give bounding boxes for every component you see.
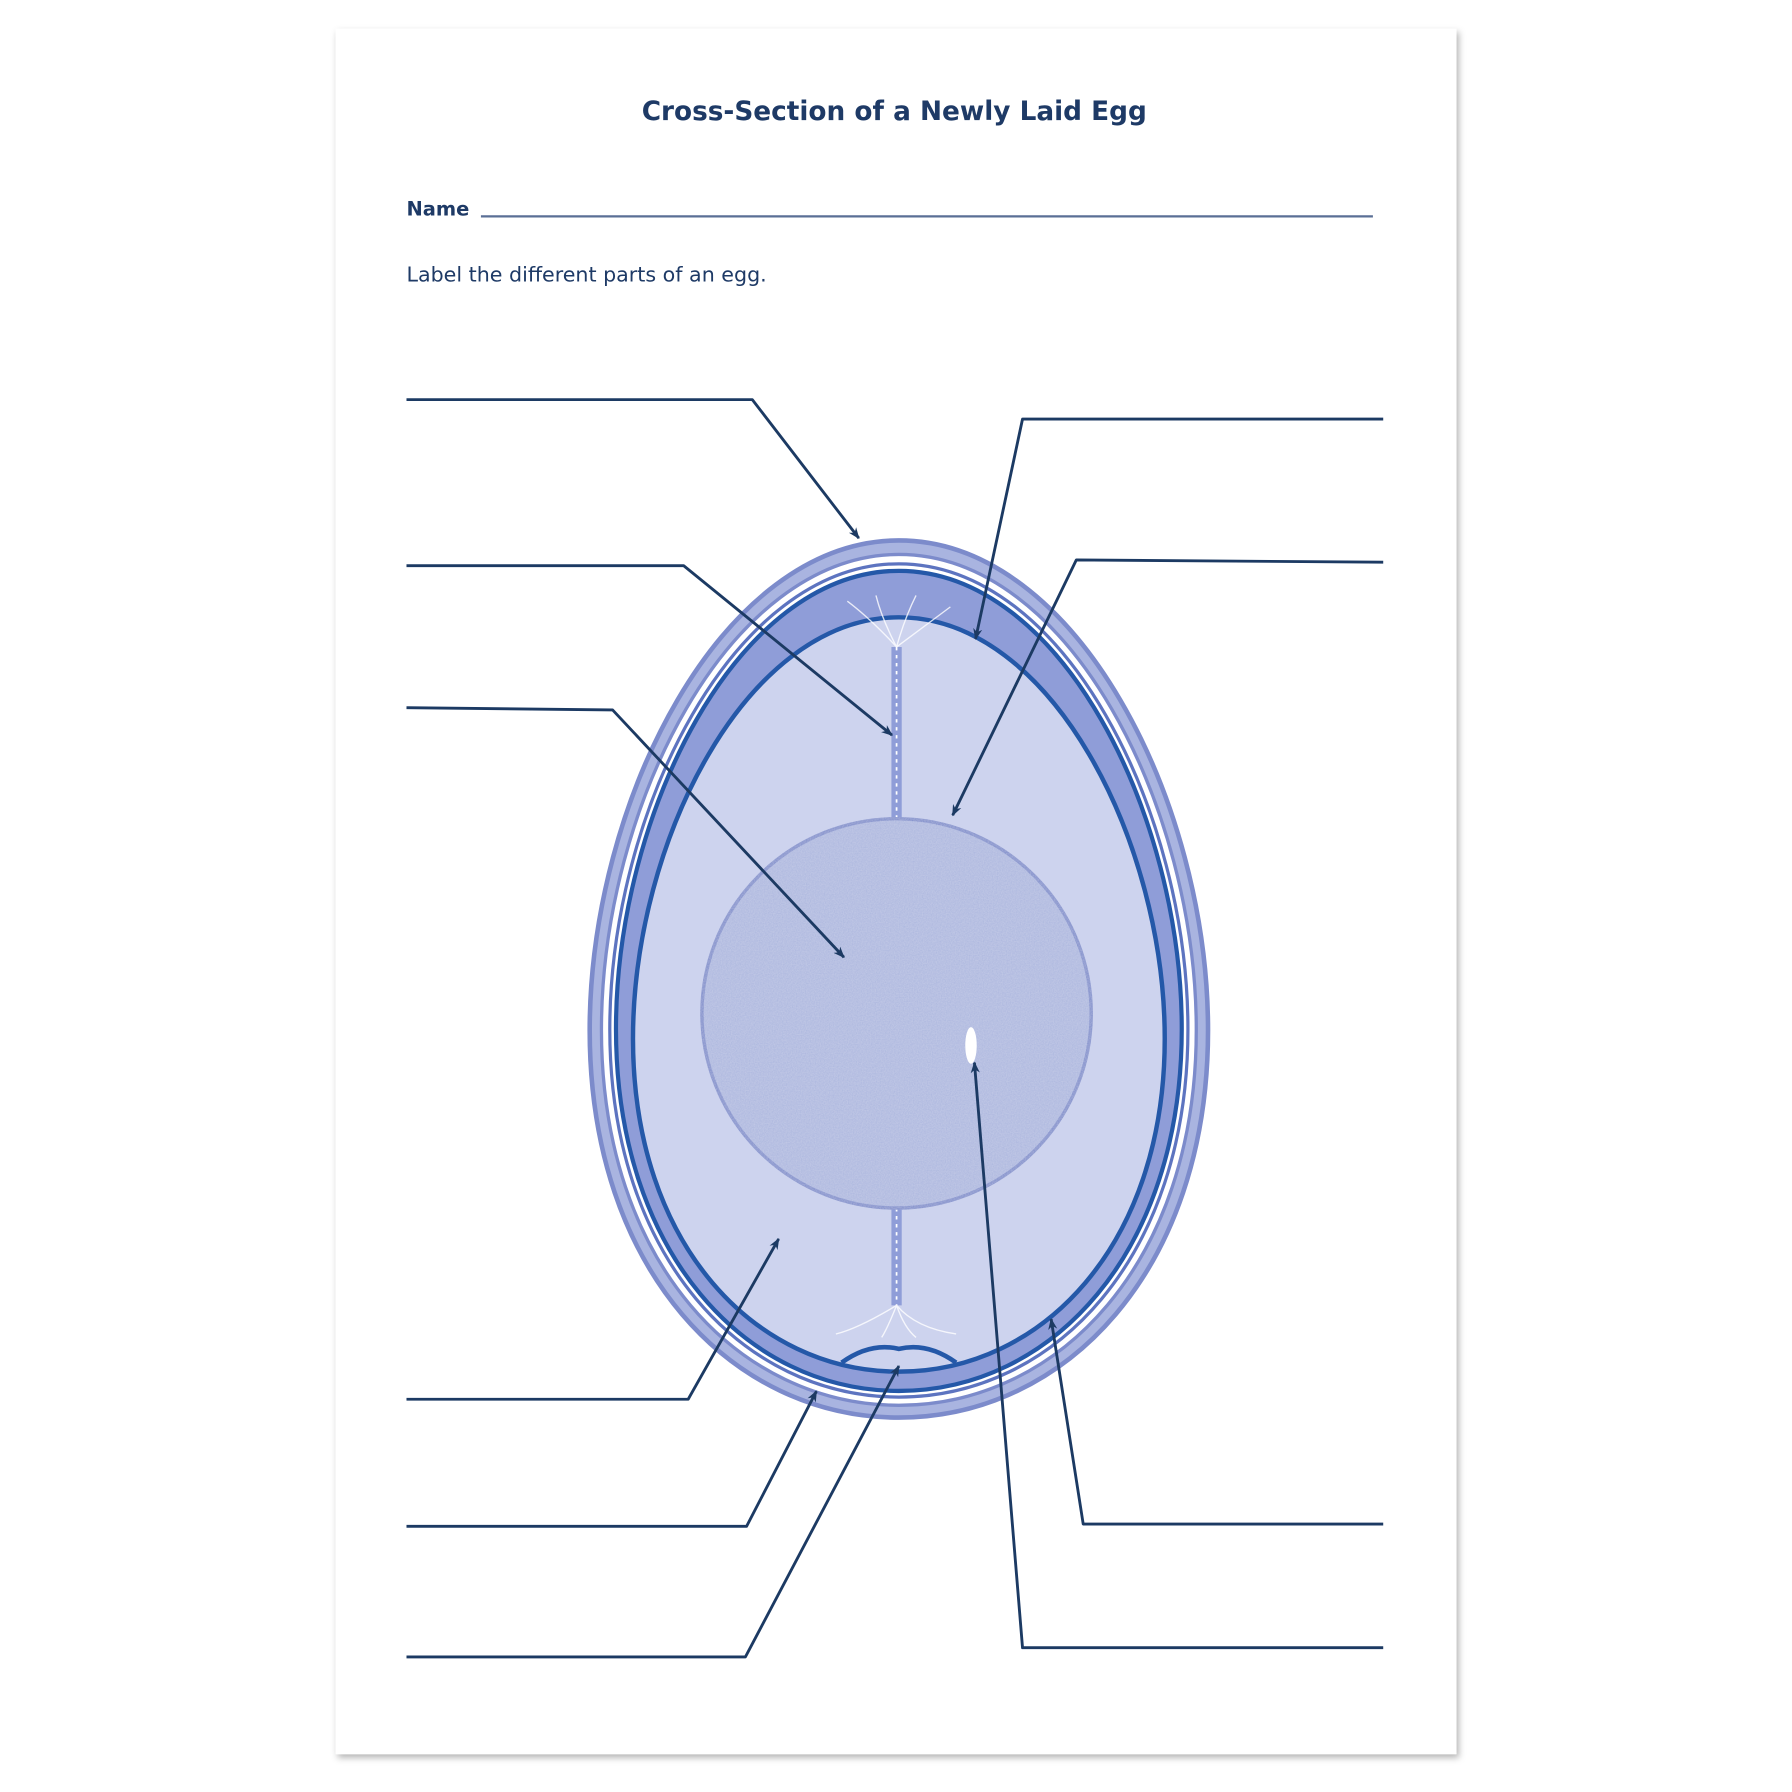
leader-line-thin-albumen[interactable] [406, 1237, 780, 1401]
germinal-disc [965, 1027, 977, 1064]
leader-line-chalaza[interactable] [406, 564, 893, 737]
leader-line-germinal-disc[interactable] [970, 1061, 1384, 1650]
leader-line-shell[interactable] [406, 398, 860, 540]
instruction-text: Label the different parts of an egg. [406, 263, 766, 287]
label-leaders [406, 398, 1384, 1659]
leader-line-vitelline-membrane[interactable] [951, 558, 1384, 817]
leader-line-air-cell[interactable] [406, 1365, 901, 1659]
leader-line-yolk[interactable] [406, 706, 845, 959]
name-label: Name [406, 197, 469, 220]
worksheet-title: Cross-Section of a Newly Laid Egg [642, 97, 1147, 127]
leader-line-inner-membrane[interactable] [1048, 1317, 1384, 1526]
yolk [700, 816, 1093, 1210]
egg-diagram [590, 540, 1208, 1417]
air-cell [840, 1344, 958, 1365]
leader-line-outer-membrane[interactable] [406, 1390, 818, 1528]
leader-line-thick-albumen[interactable] [973, 417, 1384, 641]
